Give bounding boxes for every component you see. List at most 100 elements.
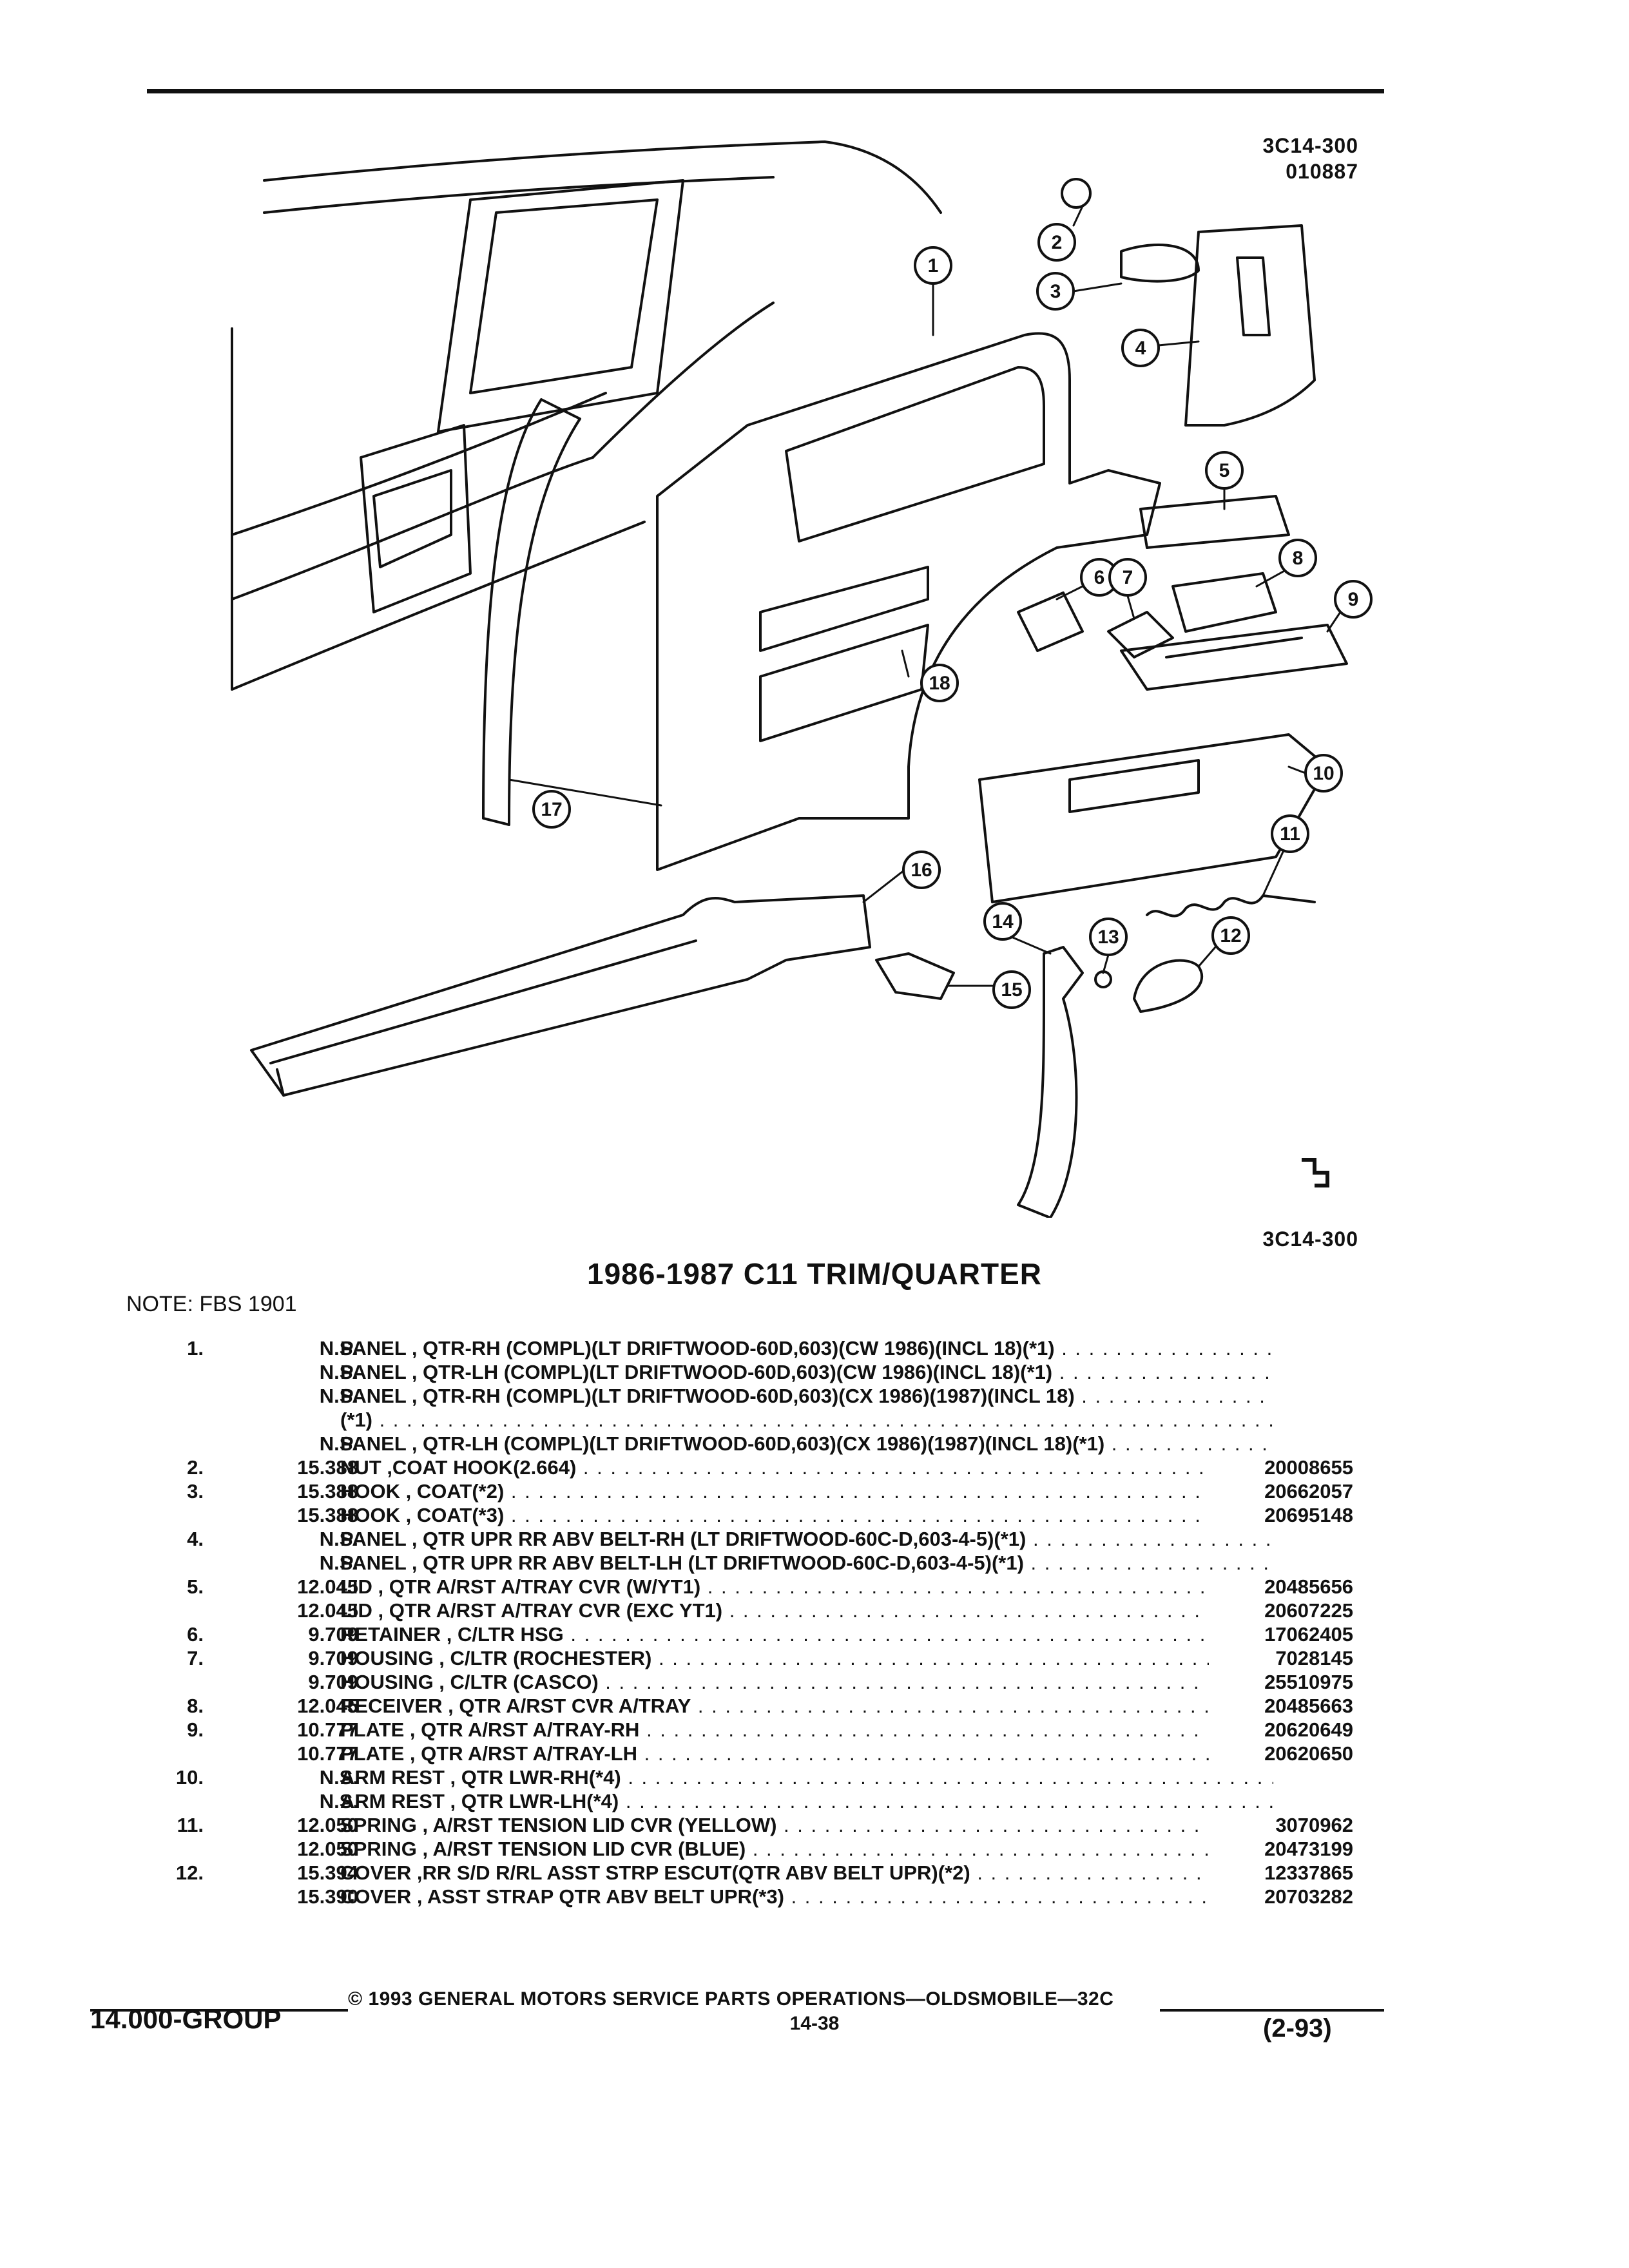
- part-group: N.S.: [319, 1790, 358, 1812]
- callout-7-label: 7: [1123, 567, 1133, 588]
- callout-16: 16: [902, 850, 941, 889]
- part-15-bracket: [875, 952, 955, 1000]
- part-number: 20662057: [1264, 1480, 1353, 1503]
- part-description: PLATE , QTR A/RST A/TRAY-LH: [340, 1742, 1209, 1765]
- part-index: 9.: [187, 1718, 204, 1741]
- callout-10: 10: [1304, 754, 1343, 793]
- revision-date: (2-93): [1263, 2014, 1332, 2042]
- part-group: 15.390: [297, 1885, 358, 1908]
- callout-2-label: 2: [1052, 232, 1063, 253]
- part-group: 9.709: [308, 1647, 358, 1669]
- part-description: LID , QTR A/RST A/TRAY CVR (W/YT1): [340, 1575, 1209, 1599]
- callout-11: 11: [1271, 814, 1309, 853]
- part-group: 12.045: [297, 1695, 358, 1717]
- callout-2: 2: [1037, 223, 1076, 262]
- note: NOTE: FBS 1901: [126, 1292, 297, 1316]
- part-row: (*1): [126, 1408, 1376, 1432]
- part-6-retainer: [1017, 591, 1084, 652]
- part-group: N.S.: [319, 1528, 358, 1550]
- part-number: 17062405: [1264, 1623, 1353, 1646]
- part-description: PANEL , QTR UPR RR ABV BELT-RH (LT DRIFT…: [340, 1528, 1273, 1551]
- part-group: N.S.: [319, 1385, 358, 1407]
- reference-code-bottom: 3C14-300: [1262, 1227, 1358, 1251]
- part-4-upper-panel: [1184, 224, 1316, 427]
- callout-17: 17: [532, 790, 571, 829]
- part-13-screw: [1094, 970, 1112, 988]
- part-description: HOUSING , C/LTR (CASCO): [340, 1671, 1209, 1694]
- part-index: 12.: [175, 1861, 204, 1884]
- part-row: N.S.PANEL , QTR-LH (COMPL)(LT DRIFTWOOD-…: [126, 1432, 1376, 1456]
- callout-3: 3: [1036, 272, 1075, 311]
- part-index: 1.: [187, 1337, 204, 1360]
- callout-18-label: 18: [929, 673, 950, 694]
- part-group: 12.045: [297, 1575, 358, 1598]
- part-description: PLATE , QTR A/RST A/TRAY-RH: [340, 1718, 1209, 1742]
- vehicle-body-outline: [231, 140, 942, 691]
- part-row: N.S.PANEL , QTR-LH (COMPL)(LT DRIFTWOOD-…: [126, 1361, 1376, 1385]
- callout-18: 18: [920, 664, 959, 702]
- callout-1-label: 1: [928, 255, 939, 276]
- reference-code: 3C14-300: [1262, 134, 1358, 157]
- part-group: N.S.: [319, 1361, 358, 1383]
- part-16-sill-plate: [250, 894, 871, 1097]
- part-description: ARM REST , QTR LWR-LH(*4): [340, 1790, 1273, 1813]
- part-description: ARM REST , QTR LWR-RH(*4): [340, 1766, 1273, 1789]
- part-2-nut: [1061, 178, 1092, 209]
- part-8-receiver: [1171, 572, 1277, 633]
- publisher-mark-icon: [1302, 1158, 1329, 1187]
- part-group: 12.045: [297, 1599, 358, 1622]
- part-description: HOUSING , C/LTR (ROCHESTER): [340, 1647, 1209, 1670]
- callout-5-label: 5: [1219, 460, 1230, 481]
- part-number: 20008655: [1264, 1456, 1353, 1479]
- callout-8: 8: [1278, 539, 1317, 577]
- part-number: 3070962: [1275, 1814, 1353, 1836]
- callout-17-label: 17: [541, 799, 562, 820]
- part-number: 20607225: [1264, 1599, 1353, 1622]
- callout-5: 5: [1205, 451, 1244, 490]
- callout-15: 15: [992, 970, 1031, 1009]
- part-group: 12.050: [297, 1838, 358, 1860]
- callout-11-label: 11: [1280, 823, 1300, 845]
- part-number: 20485663: [1264, 1695, 1353, 1717]
- part-number: 25510975: [1264, 1671, 1353, 1693]
- part-description: HOOK , COAT(*2): [340, 1480, 1209, 1503]
- callout-16-label: 16: [911, 860, 932, 881]
- callout-3-label: 3: [1050, 281, 1061, 302]
- callout-6: 6: [1080, 558, 1119, 597]
- part-row: N.S.PANEL , QTR-RH (COMPL)(LT DRIFTWOOD-…: [126, 1385, 1376, 1408]
- part-number: 20620650: [1264, 1742, 1353, 1765]
- part-index: 4.: [187, 1528, 204, 1550]
- part-number: 20703282: [1264, 1885, 1353, 1908]
- part-row: N.S.ARM REST , QTR LWR-LH(*4): [126, 1790, 1376, 1814]
- part-5-lid: [1139, 495, 1290, 549]
- callout-12-label: 12: [1220, 925, 1241, 947]
- part-14-assist-strap: [1017, 946, 1084, 1218]
- part-index: 6.: [187, 1623, 204, 1646]
- part-group: 15.388: [297, 1504, 358, 1526]
- callout-7: 7: [1108, 558, 1147, 597]
- parts-list: 1.N.S.PANEL , QTR-RH (COMPL)(LT DRIFTWOO…: [126, 1337, 1376, 1909]
- part-description: PANEL , QTR-LH (COMPL)(LT DRIFTWOOD-60D,…: [340, 1432, 1273, 1456]
- callout-8-label: 8: [1293, 548, 1304, 569]
- part-group: 10.777: [297, 1718, 358, 1741]
- part-12-cover: [1133, 959, 1204, 1013]
- callout-9: 9: [1334, 580, 1373, 619]
- part-description: PANEL , QTR-RH (COMPL)(LT DRIFTWOOD-60D,…: [340, 1337, 1273, 1360]
- callout-1: 1: [914, 246, 952, 285]
- part-description: (*1): [340, 1408, 1273, 1432]
- part-row: 10.N.S.ARM REST , QTR LWR-RH(*4): [126, 1766, 1376, 1790]
- callout-9-label: 9: [1348, 589, 1359, 610]
- callout-12: 12: [1211, 916, 1250, 955]
- part-index: 2.: [187, 1456, 204, 1479]
- part-description: HOOK , COAT(*3): [340, 1504, 1209, 1527]
- exploded-parts-diagram: 1 2 3 4 5 6 7 8 9 10 11 12 13 14 15 16 1…: [231, 140, 1373, 1218]
- page-title: 1986-1987 C11 TRIM/QUARTER: [586, 1257, 1043, 1291]
- copyright: © 1993 GENERAL MOTORS SERVICE PARTS OPER…: [348, 1988, 1114, 2010]
- part-row: 1.N.S.PANEL , QTR-RH (COMPL)(LT DRIFTWOO…: [126, 1337, 1376, 1361]
